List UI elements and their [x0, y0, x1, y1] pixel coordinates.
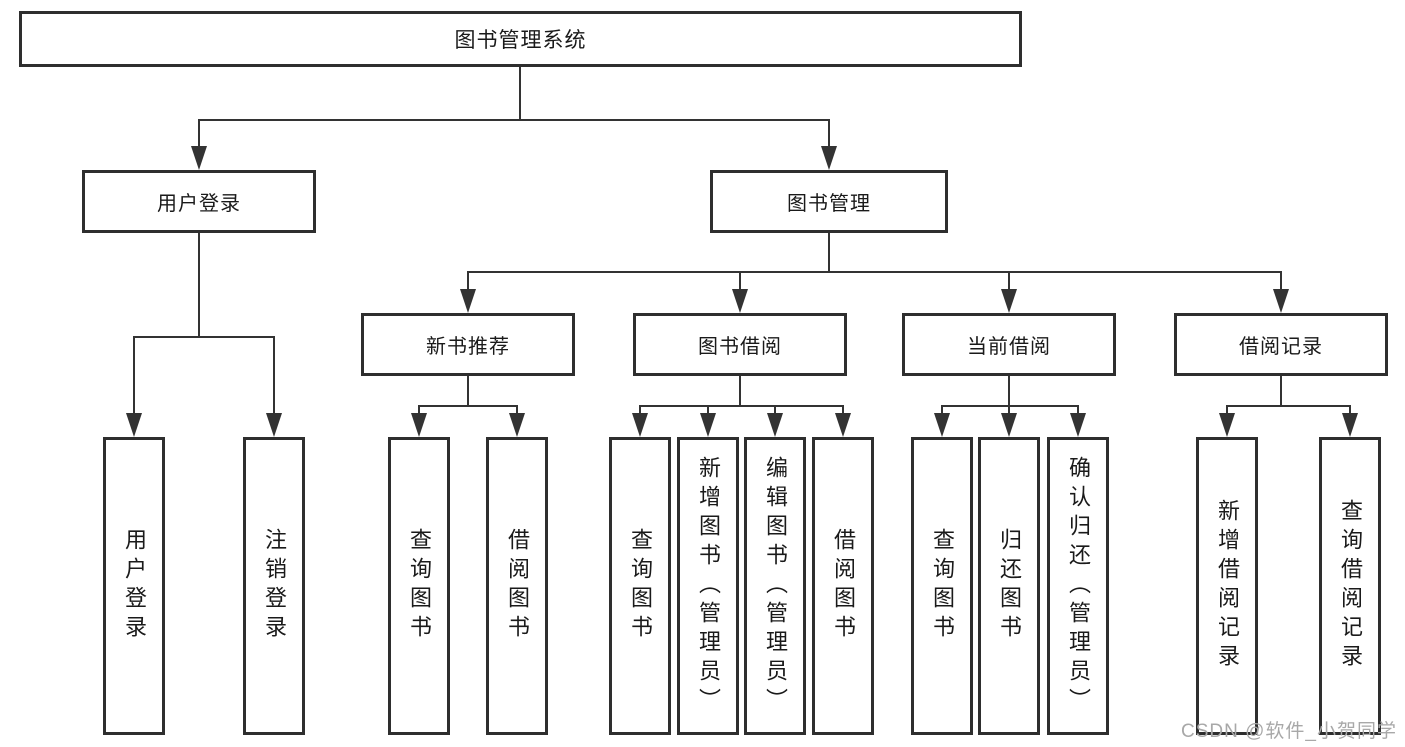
node-label: 查询图书	[930, 528, 955, 644]
edge-root-bus	[198, 119, 830, 121]
node-label: 新增图书（管理员）	[696, 455, 721, 717]
edge-drop-leaf	[1226, 405, 1228, 417]
arrow-down-icon	[509, 413, 525, 437]
node-label: 注销登录	[262, 528, 287, 644]
edge-drop-leaf	[639, 405, 641, 417]
node-label: 编辑图书（管理员）	[763, 455, 788, 717]
arrow-down-icon	[1342, 413, 1358, 437]
edge-user-login-stem	[198, 233, 200, 338]
edge-group-bus	[639, 405, 844, 407]
node-label: 图书管理系统	[454, 29, 587, 52]
edge-drop-leaf	[418, 405, 420, 417]
node-branch-user-login: 用户登录	[82, 170, 316, 233]
edge-group-bus	[1226, 405, 1351, 407]
arrow-down-icon	[821, 146, 837, 170]
edge-drop-leaf	[1349, 405, 1351, 417]
edge-group-stem	[1280, 376, 1282, 407]
node-leaf-add-borrow-record: 新增借阅记录	[1196, 437, 1258, 735]
edge-drop-group	[1280, 271, 1282, 291]
node-label: 当前借阅	[967, 336, 1051, 358]
edge-group-bus	[418, 405, 518, 407]
arrow-down-icon	[934, 413, 950, 437]
edge-drop-leaf	[774, 405, 776, 417]
node-label: 图书借阅	[698, 336, 782, 358]
node-label: 查询图书	[628, 528, 653, 644]
node-leaf-borrow-books-recommend: 借阅图书	[486, 437, 548, 735]
edge-user-login-bus	[133, 336, 275, 338]
edge-drop-leaf	[1008, 405, 1010, 417]
edge-drop-leaf	[1077, 405, 1079, 417]
node-label: 借阅图书	[831, 528, 856, 644]
arrow-down-icon	[266, 413, 282, 437]
edge-drop-group	[1008, 271, 1010, 291]
csdn-watermark: CSDN @软件_小贺同学	[1181, 721, 1397, 742]
node-label: 用户登录	[157, 193, 241, 215]
edge-drop-leaf	[707, 405, 709, 417]
edge-root-stem	[519, 67, 521, 121]
edge-drop-book-management	[828, 119, 830, 149]
edge-drop-group	[739, 271, 741, 291]
edge-drop-leaf	[516, 405, 518, 417]
node-branch-book-management: 图书管理	[710, 170, 948, 233]
edge-drop-leaf	[273, 336, 275, 416]
edge-book-management-bus	[467, 271, 1282, 273]
node-label: 查询借阅记录	[1338, 499, 1363, 673]
node-label: 新书推荐	[426, 336, 510, 358]
node-label: 借阅图书	[505, 528, 530, 644]
node-label: 图书管理	[787, 193, 871, 215]
arrow-down-icon	[1273, 289, 1289, 313]
arrow-down-icon	[411, 413, 427, 437]
node-group-borrow-records: 借阅记录	[1174, 313, 1388, 376]
node-group-current-borrow: 当前借阅	[902, 313, 1116, 376]
node-leaf-logout: 注销登录	[243, 437, 305, 735]
edge-drop-leaf	[133, 336, 135, 416]
arrow-down-icon	[191, 146, 207, 170]
node-leaf-edit-books-admin: 编辑图书（管理员）	[744, 437, 806, 735]
node-group-new-book-recommend: 新书推荐	[361, 313, 575, 376]
node-root: 图书管理系统	[19, 11, 1022, 67]
node-leaf-add-books-admin: 新增图书（管理员）	[677, 437, 739, 735]
node-label: 确认归还（管理员）	[1066, 455, 1091, 717]
node-label: 用户登录	[122, 528, 147, 644]
arrow-down-icon	[732, 289, 748, 313]
arrow-down-icon	[1219, 413, 1235, 437]
node-label: 归还图书	[997, 528, 1022, 644]
arrow-down-icon	[632, 413, 648, 437]
node-leaf-return-books: 归还图书	[978, 437, 1040, 735]
edge-group-stem	[1008, 376, 1010, 407]
node-leaf-query-borrow-record: 查询借阅记录	[1319, 437, 1381, 735]
arrow-down-icon	[700, 413, 716, 437]
node-leaf-user-login: 用户登录	[103, 437, 165, 735]
arrow-down-icon	[767, 413, 783, 437]
arrow-down-icon	[126, 413, 142, 437]
arrow-down-icon	[1001, 413, 1017, 437]
edge-group-stem	[467, 376, 469, 407]
node-leaf-query-books-recommend: 查询图书	[388, 437, 450, 735]
node-group-book-borrow: 图书借阅	[633, 313, 847, 376]
node-leaf-query-books-borrow: 查询图书	[609, 437, 671, 735]
node-leaf-borrow-books: 借阅图书	[812, 437, 874, 735]
arrow-down-icon	[1001, 289, 1017, 313]
node-label: 查询图书	[407, 528, 432, 644]
edge-drop-leaf	[842, 405, 844, 417]
arrow-down-icon	[835, 413, 851, 437]
arrow-down-icon	[1070, 413, 1086, 437]
edge-group-stem	[739, 376, 741, 407]
node-label: 新增借阅记录	[1215, 499, 1240, 673]
edge-drop-group	[467, 271, 469, 291]
node-leaf-confirm-return-admin: 确认归还（管理员）	[1047, 437, 1109, 735]
node-leaf-query-books-current: 查询图书	[911, 437, 973, 735]
edge-drop-user-login	[198, 119, 200, 149]
edge-drop-leaf	[941, 405, 943, 417]
edge-book-management-stem	[828, 233, 830, 273]
edge-group-bus	[941, 405, 1079, 407]
node-label: 借阅记录	[1239, 336, 1323, 358]
arrow-down-icon	[460, 289, 476, 313]
